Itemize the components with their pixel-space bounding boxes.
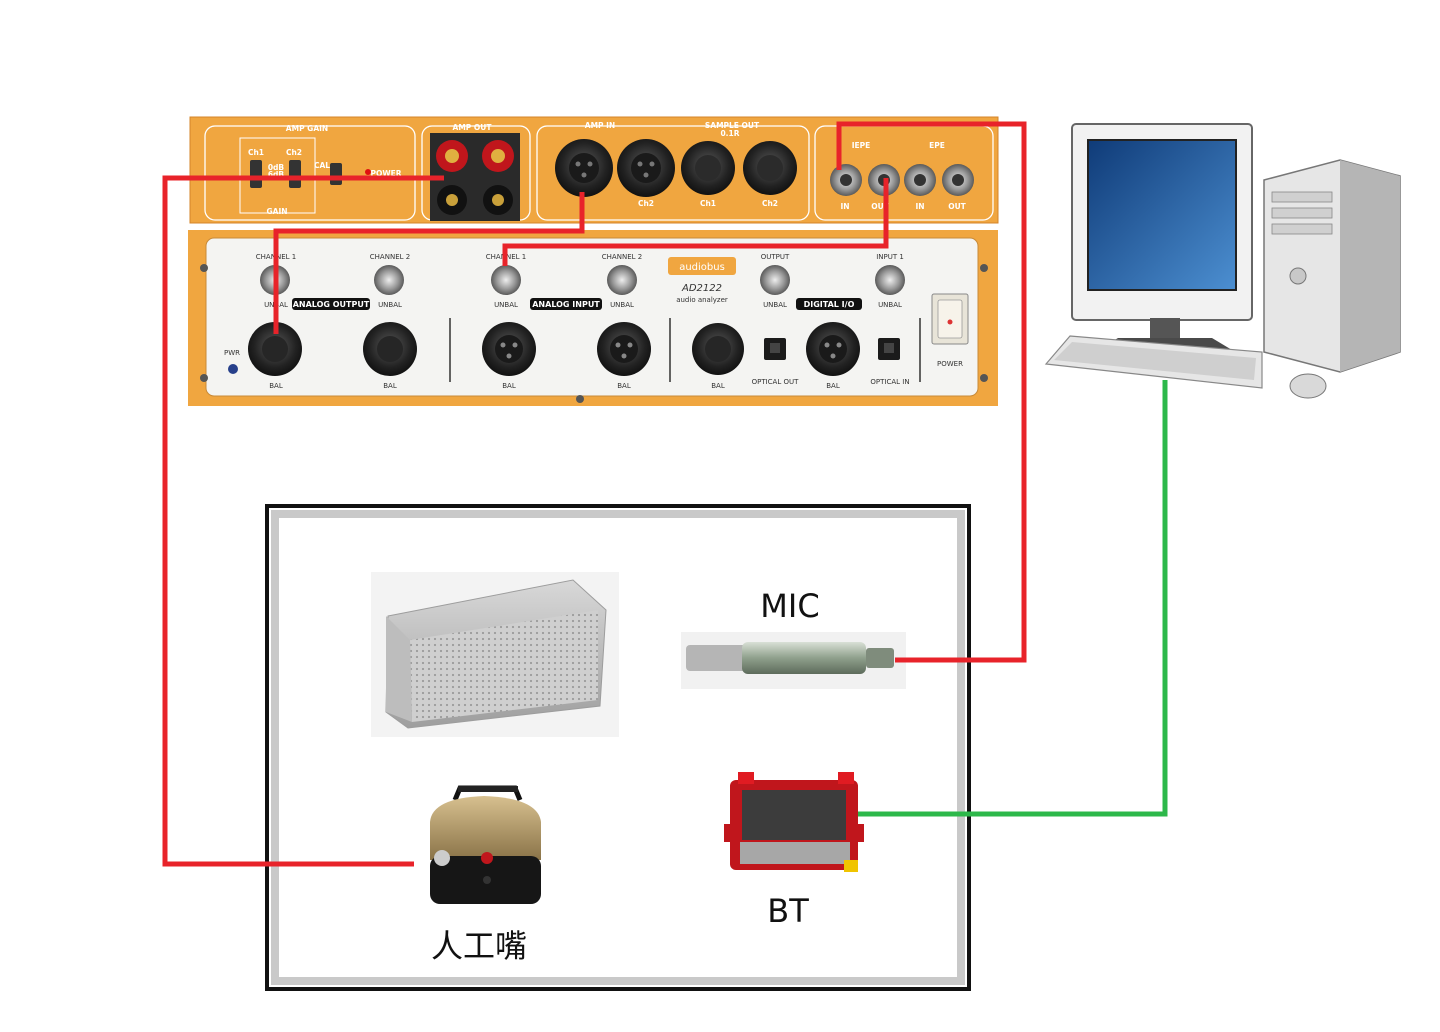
amp-in-xlr-ch2[interactable] <box>617 139 675 197</box>
sample-out-label: SAMPLE OUT <box>705 121 760 130</box>
sample-out-xlr-ch2[interactable] <box>743 141 797 195</box>
amp-out-terminals[interactable] <box>430 133 520 221</box>
analog-input-label: ANALOG INPUT <box>532 300 600 309</box>
ai-ch2-xlr[interactable] <box>597 322 651 376</box>
amp-power-label: POWER <box>370 169 401 178</box>
audio-analyzer-panel: CHANNEL 1 CHANNEL 2 UNBAL UNBAL ANALOG O… <box>188 230 998 406</box>
dio-input1-label: INPUT 1 <box>876 253 904 261</box>
artificial-mouth-label: 人工嘴 <box>431 927 527 965</box>
wire-mic-to-iepe <box>836 121 1027 663</box>
test-chamber-inner <box>271 510 965 985</box>
optical-in-label: OPTICAL IN <box>870 378 909 386</box>
model-label: AD2122 <box>681 283 722 294</box>
pwr-label: PWR <box>224 349 240 357</box>
iepe-label-1: IEPE <box>852 141 871 150</box>
dio-input-xlr[interactable] <box>806 322 860 376</box>
wire-analyzer-output-to-amp-in <box>273 192 585 334</box>
ao-channel2-label: CHANNEL 2 <box>370 253 410 261</box>
ao-ch2-xlr[interactable] <box>363 322 417 376</box>
iepe-in-label-1: IN <box>840 202 849 211</box>
digital-io-label: DIGITAL I/O <box>804 300 855 309</box>
dio-output-bnc[interactable] <box>760 265 790 295</box>
ai-ch1-bnc[interactable] <box>491 265 521 295</box>
wire-iepe-to-analyzer-input <box>502 178 889 266</box>
amp-out-label: AMP OUT <box>453 123 493 132</box>
dio-output-xlr[interactable] <box>692 323 744 375</box>
brand-badge <box>668 257 736 275</box>
dio-input-bnc[interactable] <box>875 265 905 295</box>
artificial-mouth <box>430 785 541 904</box>
dio-output-label: OUTPUT <box>761 253 790 261</box>
ao-unbal-2: UNBAL <box>378 301 402 309</box>
amp-power-led <box>365 169 371 175</box>
iepe-out-label-2: OUT <box>948 202 966 211</box>
pwr-led <box>228 364 238 374</box>
computer-icon <box>1044 123 1401 399</box>
ai-ch1-xlr[interactable] <box>482 322 536 376</box>
sample-out-xlr-ch1[interactable] <box>681 141 735 195</box>
amp-gain-label: AMP GAIN <box>286 124 328 133</box>
ao-ch1-xlr[interactable] <box>248 322 302 376</box>
sample-out-ch2-label: Ch2 <box>762 199 778 208</box>
bt-label: BT <box>767 892 809 930</box>
mic-label: MIC <box>760 587 819 625</box>
brand-label: audiobus <box>679 262 725 273</box>
measurement-microphone <box>681 632 906 689</box>
amp-in-label: AMP IN <box>585 121 615 130</box>
amp-in-xlr-ch1[interactable] <box>555 139 613 197</box>
model-subtitle: audio analyzer <box>676 296 728 304</box>
sample-out-ch1-label: Ch1 <box>700 199 716 208</box>
power-label: POWER <box>937 360 963 368</box>
gain-switch-ch2[interactable] <box>289 160 301 188</box>
iepe-label-2: EPE <box>929 141 945 150</box>
gain-ch2-label: Ch2 <box>286 148 302 157</box>
db-label-1: 0dB <box>268 163 285 172</box>
cal-switch[interactable] <box>330 163 342 185</box>
wire-amp-out-to-mouth <box>162 175 444 867</box>
dio-bal-1: BAL <box>711 382 725 390</box>
ai-bal-1: BAL <box>502 382 516 390</box>
amp-in-ch2-label: Ch2 <box>638 199 654 208</box>
ai-channel2-label: CHANNEL 2 <box>602 253 642 261</box>
sample-ratio-label: 0.1R <box>720 129 739 138</box>
bt-module <box>724 772 864 872</box>
dio-unbal-1: UNBAL <box>763 301 787 309</box>
wire-bt-to-computer <box>858 380 1168 817</box>
ao-bal-2: BAL <box>383 382 397 390</box>
ao-ch2-bnc[interactable] <box>374 265 404 295</box>
amplifier-panel: AMP GAIN GAIN AMP OUT AMP IN SAMPLE OUT … <box>189 116 999 224</box>
dio-bal-2: BAL <box>826 382 840 390</box>
dio-unbal-2: UNBAL <box>878 301 902 309</box>
db-label-2: 6dB <box>268 170 285 179</box>
gain-label: GAIN <box>266 207 287 216</box>
gain-switch-ch1[interactable] <box>250 160 262 188</box>
cal-label: CAL <box>314 161 330 170</box>
ai-bal-2: BAL <box>617 382 631 390</box>
bluetooth-speaker <box>371 572 619 737</box>
test-chamber-box <box>265 504 971 991</box>
ao-bal-1: BAL <box>269 382 283 390</box>
gain-ch1-label: Ch1 <box>248 148 264 157</box>
ai-unbal-1: UNBAL <box>494 301 518 309</box>
iepe-in-label-2: IN <box>915 202 924 211</box>
analog-output-label: ANALOG OUTPUT <box>293 300 370 309</box>
iepe-out-label-1: OUT <box>871 202 889 211</box>
ai-unbal-2: UNBAL <box>610 301 634 309</box>
optical-out-label: OPTICAL OUT <box>752 378 800 386</box>
ai-ch2-bnc[interactable] <box>607 265 637 295</box>
